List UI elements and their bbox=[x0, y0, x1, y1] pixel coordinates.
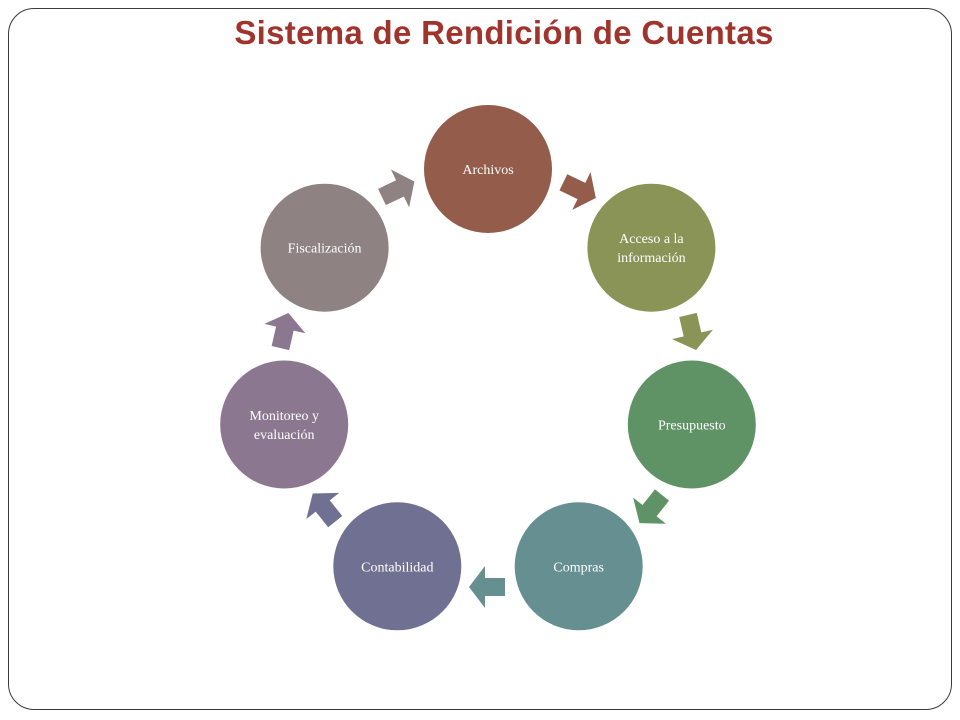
node-circle bbox=[333, 502, 462, 631]
cycle-node-compras: Compras bbox=[514, 502, 643, 631]
cycle-arrow-acceso bbox=[671, 312, 713, 351]
node-label: Monitoreo y bbox=[249, 409, 319, 424]
node-label: Archivos bbox=[462, 163, 513, 178]
arrow-shape bbox=[264, 312, 306, 351]
cycle-node-acceso: Acceso a la información bbox=[587, 183, 716, 312]
cycle-arrow-compras bbox=[469, 566, 505, 608]
cycle-arrow-monitoreo bbox=[264, 312, 306, 351]
cycle-arrow-fiscalizacion bbox=[378, 169, 415, 208]
node-label: Contabilidad bbox=[361, 560, 433, 575]
cycle-node-presupuesto: Presupuesto bbox=[627, 360, 756, 489]
node-label: Compras bbox=[553, 560, 604, 575]
node-label: evaluación bbox=[254, 428, 315, 443]
cycle-node-archivos: Archivos bbox=[424, 105, 552, 233]
arrow-shape bbox=[671, 312, 713, 351]
slide-title: Sistema de Rendición de Cuentas bbox=[234, 14, 774, 51]
node-circle bbox=[260, 183, 389, 312]
arrow-shape bbox=[559, 172, 596, 210]
arrow-shape bbox=[469, 566, 505, 608]
node-circle bbox=[424, 105, 552, 233]
cycle-node-contabilidad: Contabilidad bbox=[333, 502, 462, 631]
cycle-arrow-presupuesto bbox=[633, 489, 670, 524]
node-label: Fiscalización bbox=[288, 242, 362, 257]
arrows-layer bbox=[264, 169, 713, 608]
node-circle bbox=[514, 502, 643, 631]
node-label: información bbox=[617, 251, 685, 266]
cycle-arrow-contabilidad bbox=[306, 492, 343, 528]
cycle-node-fiscalizacion: Fiscalización bbox=[260, 183, 389, 312]
node-circle bbox=[587, 183, 716, 312]
cycle-arrow-archivos bbox=[559, 172, 596, 210]
arrow-shape bbox=[306, 492, 343, 528]
arrow-shape bbox=[378, 169, 415, 208]
node-circle bbox=[627, 360, 756, 489]
arrow-shape bbox=[633, 489, 670, 524]
cycle-node-monitoreo: Monitoreo y evaluación bbox=[220, 360, 349, 489]
node-label: Acceso a la bbox=[619, 232, 684, 247]
node-label: Presupuesto bbox=[658, 419, 726, 434]
node-circle bbox=[220, 360, 349, 489]
